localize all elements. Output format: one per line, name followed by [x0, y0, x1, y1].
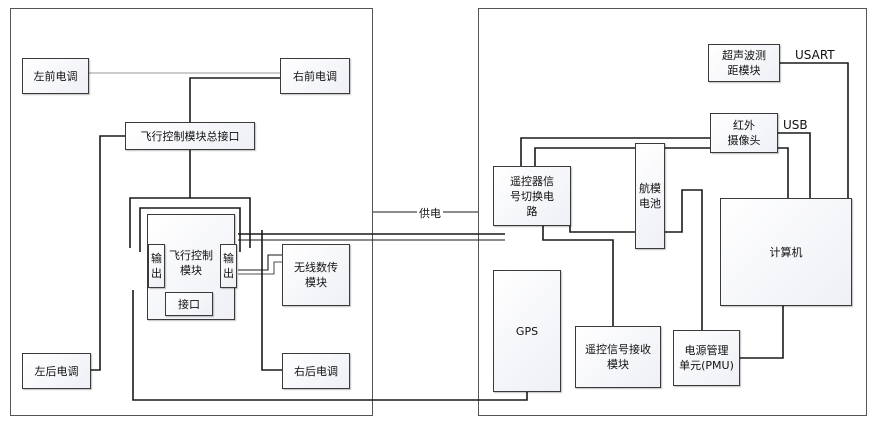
gps-module: GPS: [493, 270, 561, 392]
wire-rr-esc: [262, 230, 282, 370]
power-management-unit: 电源管理 单元(PMU): [673, 330, 740, 386]
rc-signal-receiver: 遥控信号接收 模块: [575, 326, 661, 388]
rc-signal-switch-circuit: 遥控器信 号切换电 路: [493, 166, 571, 226]
wire-usb: [778, 133, 810, 198]
wire-bus-rl-esc: [91, 136, 125, 370]
rear-left-esc: 左后电调: [22, 353, 91, 389]
wire-radio-2: [238, 262, 282, 274]
fc-module: 飞行控制 模块: [165, 240, 217, 286]
fc-bus-interface: 飞行控制模块总接口: [125, 122, 255, 150]
rear-right-esc: 右后电调: [282, 353, 350, 389]
wire-pmu: [740, 306, 783, 358]
output-right: 输 出: [220, 244, 237, 288]
ultrasonic-ranging-module: 超声波测 距模块: [708, 44, 780, 82]
front-right-esc: 右前电调: [280, 58, 350, 94]
usb-label: USB: [783, 118, 808, 132]
computer: 计算机: [720, 198, 852, 306]
wire-fr-esc-bus: [190, 78, 280, 122]
output-left: 输 出: [148, 244, 165, 288]
wireless-radio-module: 无线数传 模块: [282, 244, 350, 306]
front-left-esc: 左前电调: [22, 58, 89, 94]
wire-radio: [238, 255, 282, 270]
wire-rc-up: [521, 138, 710, 166]
ir-camera: 红外 摄像头: [710, 113, 778, 153]
aero-battery: 航模 电池: [635, 143, 665, 249]
interface-block: 接口: [165, 292, 213, 316]
power-link-label: 供电: [417, 205, 443, 221]
usart-label: USART: [795, 48, 835, 62]
